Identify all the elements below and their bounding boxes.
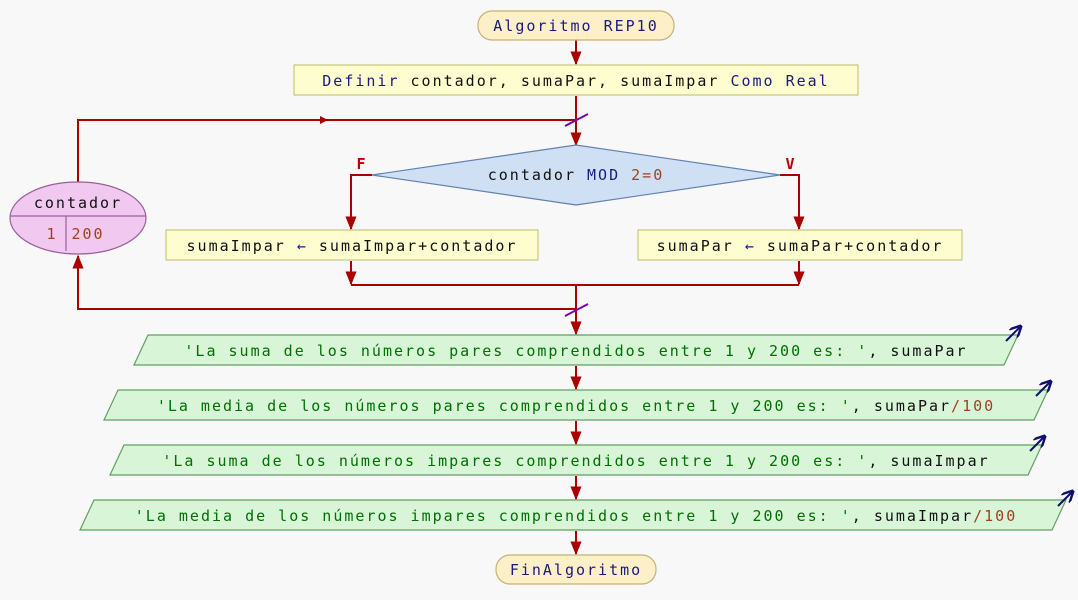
svg-text:Algoritmo REP10: Algoritmo REP10 [493,17,658,35]
flow-lines [72,40,805,556]
output-1-string: 'La suma de los números pares comprendid… [184,342,868,360]
output-1: 'La suma de los números pares comprendid… [133,327,1020,366]
svg-text:contador MOD 2=0: contador MOD 2=0 [488,166,665,184]
output-2: 'La media de los números pares comprendi… [103,382,1050,421]
assign-false-expression: sumaImpar+contador [319,237,518,255]
output-2-separator: , [852,397,863,415]
loop-slash-top [564,113,589,127]
output-1-variable: sumaPar [890,342,967,360]
output-3-string: 'La suma de los números impares comprend… [162,452,868,470]
false-label: F [356,155,365,173]
condition-left: contador [488,166,576,184]
loop-direction-arrow [320,116,328,124]
output-2-suffix: /100 [951,397,995,415]
start-keyword: Algoritmo [493,17,592,35]
define-variables: contador, sumaPar, sumaImpar [411,72,720,90]
define-keyword: Definir [322,72,399,90]
decision-node: contador MOD 2=0 [371,144,781,206]
output-4-separator: , [852,507,863,525]
loop-start: 1 [46,225,57,243]
end-terminal: FinAlgoritmo [495,554,657,585]
output-4: 'La media de los números impares compren… [79,492,1072,531]
start-terminal: Algoritmo REP10 [477,10,675,41]
loop-slash-bottom [564,303,589,317]
output-3-variable: sumaImpar [890,452,989,470]
output-4-suffix: /100 [973,507,1017,525]
loop-variable: contador [34,194,122,212]
svg-text:'La suma de los números impare: 'La suma de los números impares comprend… [162,452,989,470]
output-3-separator: , [868,452,879,470]
assign-true-arrow: ← [745,237,756,255]
assignment-false-box: sumaImpar ← sumaImpar+contador [165,229,539,261]
assign-false-target: sumaImpar [187,237,286,255]
assign-false-arrow: ← [297,237,308,255]
end-keyword: FinAlgoritmo [510,561,642,579]
svg-text:sumaPar ← sumaPar+contador: sumaPar ← sumaPar+contador [657,237,944,255]
output-4-string: 'La media de los números impares compren… [135,507,852,525]
definition-box: Definir contador, sumaPar, sumaImpar Com… [293,64,859,96]
output-2-string: 'La media de los números pares comprendi… [157,397,852,415]
assign-true-expression: sumaPar+contador [767,237,944,255]
svg-text:'La media de los números pares: 'La media de los números pares comprendi… [157,397,995,415]
output-3: 'La suma de los números impares comprend… [109,437,1044,476]
loop-end: 200 [71,225,104,243]
output-4-variable: sumaImpar [874,507,973,525]
svg-text:sumaImpar ← sumaImpar+contador: sumaImpar ← sumaImpar+contador [187,237,518,255]
condition-right: 2=0 [631,166,664,184]
assignment-true-box: sumaPar ← sumaPar+contador [637,229,963,261]
algorithm-name: REP10 [604,17,659,35]
svg-text:Definir contador, sumaPar, sum: Definir contador, sumaPar, sumaImpar Com… [322,72,829,90]
output-2-variable: sumaPar [874,397,951,415]
loop-node: contador 1 200 [9,181,147,255]
assign-true-target: sumaPar [657,237,734,255]
define-type: Como Real [730,72,829,90]
true-label: V [785,155,794,173]
svg-text:'La suma de los números pares: 'La suma de los números pares comprendid… [184,342,967,360]
svg-text:'La media de los números impar: 'La media de los números impares compren… [135,507,1017,525]
condition-operator: MOD [587,166,620,184]
output-1-separator: , [868,342,879,360]
